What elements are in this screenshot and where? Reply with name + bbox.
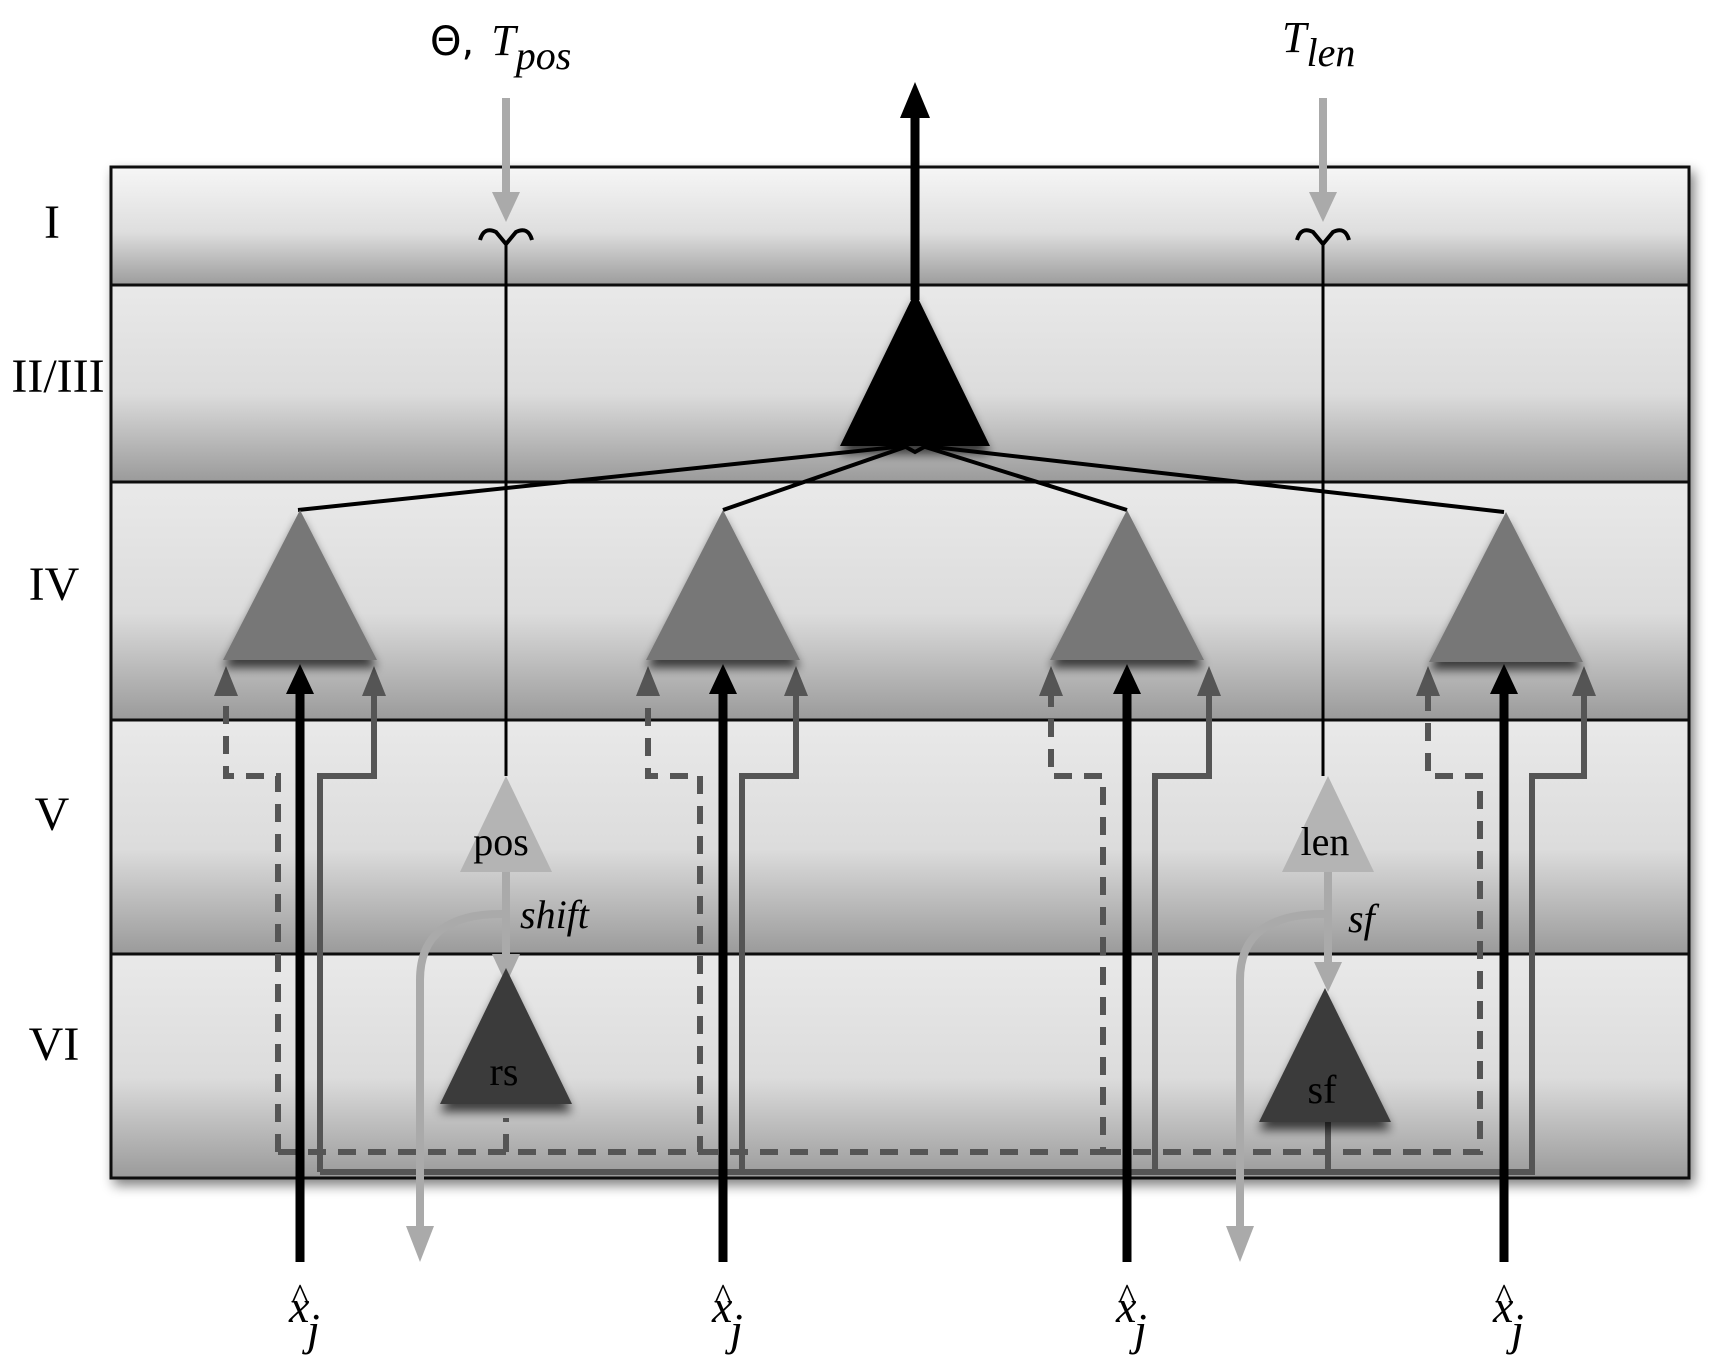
top-input-right: Tlen (1282, 13, 1355, 75)
xhat-hat-2: ^ (714, 1277, 732, 1319)
xhat-hat-3: ^ (1118, 1277, 1136, 1319)
xhat-input-2: x j ^ (711, 1277, 743, 1355)
xhat-subscript-1: j (302, 1304, 320, 1355)
top-input-arrows (478, 98, 1351, 776)
band-layer-IV (109, 480, 1691, 722)
layer-iv-cell-2 (646, 510, 800, 660)
layer-labels: I II/III IV V VI (11, 196, 104, 1071)
xhat-input-4: x j ^ (1492, 1277, 1524, 1355)
rs-cell-label: rs (490, 1049, 519, 1094)
top-input-left: Θ, Tpos (430, 16, 571, 78)
xhat-subscript-3: j (1129, 1304, 1147, 1355)
xhat-subscript-4: j (1506, 1304, 1524, 1355)
bottom-inputs: x j ^ x j ^ x j ^ x j ^ (288, 1277, 1524, 1355)
xhat-base-1: x (288, 1281, 310, 1332)
band-layer-VI (109, 952, 1691, 1180)
len-cell (1282, 776, 1374, 872)
rs-cell (440, 968, 572, 1104)
len-cell-label: len (1301, 819, 1350, 864)
layer-label-VI: VI (29, 1018, 80, 1071)
sf-connection-label: sf (1348, 896, 1380, 941)
pos-cell-label: pos (473, 819, 529, 864)
xhat-base-4: x (1492, 1281, 1514, 1332)
dashed-feedback-bus (223, 690, 1483, 1155)
sf-cell-label: sf (1308, 1067, 1338, 1112)
t-pos-base: T (491, 16, 519, 65)
pos-cell (460, 776, 552, 872)
layer-bands (109, 165, 1691, 1180)
svg-text:Θ, Tpos: Θ, Tpos (430, 16, 571, 78)
xhat-input-3: x j ^ (1115, 1277, 1147, 1355)
theta-symbol: Θ, (430, 19, 474, 65)
layer-iv-cell-1 (223, 510, 377, 660)
layer-iv-cells (223, 510, 1583, 662)
band-layer-I (109, 165, 1691, 287)
feedforward-inputs (286, 664, 1518, 1262)
t-pos-subscript: pos (513, 33, 572, 78)
layer-label-V: V (35, 788, 70, 841)
xhat-hat-1: ^ (291, 1277, 309, 1319)
xhat-subscript-2: j (725, 1304, 743, 1355)
layer-iv-cell-4 (1429, 512, 1583, 662)
xhat-input-1: x j ^ (288, 1277, 320, 1355)
xhat-hat-4: ^ (1495, 1277, 1513, 1319)
layer-vi-cells (440, 968, 1391, 1122)
t-len-subscript: len (1306, 30, 1355, 75)
band-layer-V (109, 718, 1691, 956)
wiring (223, 690, 1587, 1175)
layer-label-IV: IV (29, 558, 80, 611)
shift-label: shift (520, 892, 590, 937)
feedback-arrowheads (214, 666, 1596, 696)
layer-iv-cell-3 (1050, 510, 1204, 660)
layer-v-cells: pos len (460, 776, 1374, 872)
output-cell (840, 292, 990, 446)
layer-label-I: I (44, 196, 60, 249)
svg-text:Tlen: Tlen (1282, 13, 1355, 75)
xhat-base-2: x (711, 1281, 733, 1332)
layer-label-II-III: II/III (11, 350, 104, 403)
solid-feedback-bus (317, 690, 1587, 1175)
output-arrow (900, 82, 930, 300)
sf-cell (1259, 988, 1391, 1122)
xhat-base-3: x (1115, 1281, 1137, 1332)
t-len-base: T (1282, 13, 1310, 62)
modulation-arrows (406, 872, 1342, 1262)
